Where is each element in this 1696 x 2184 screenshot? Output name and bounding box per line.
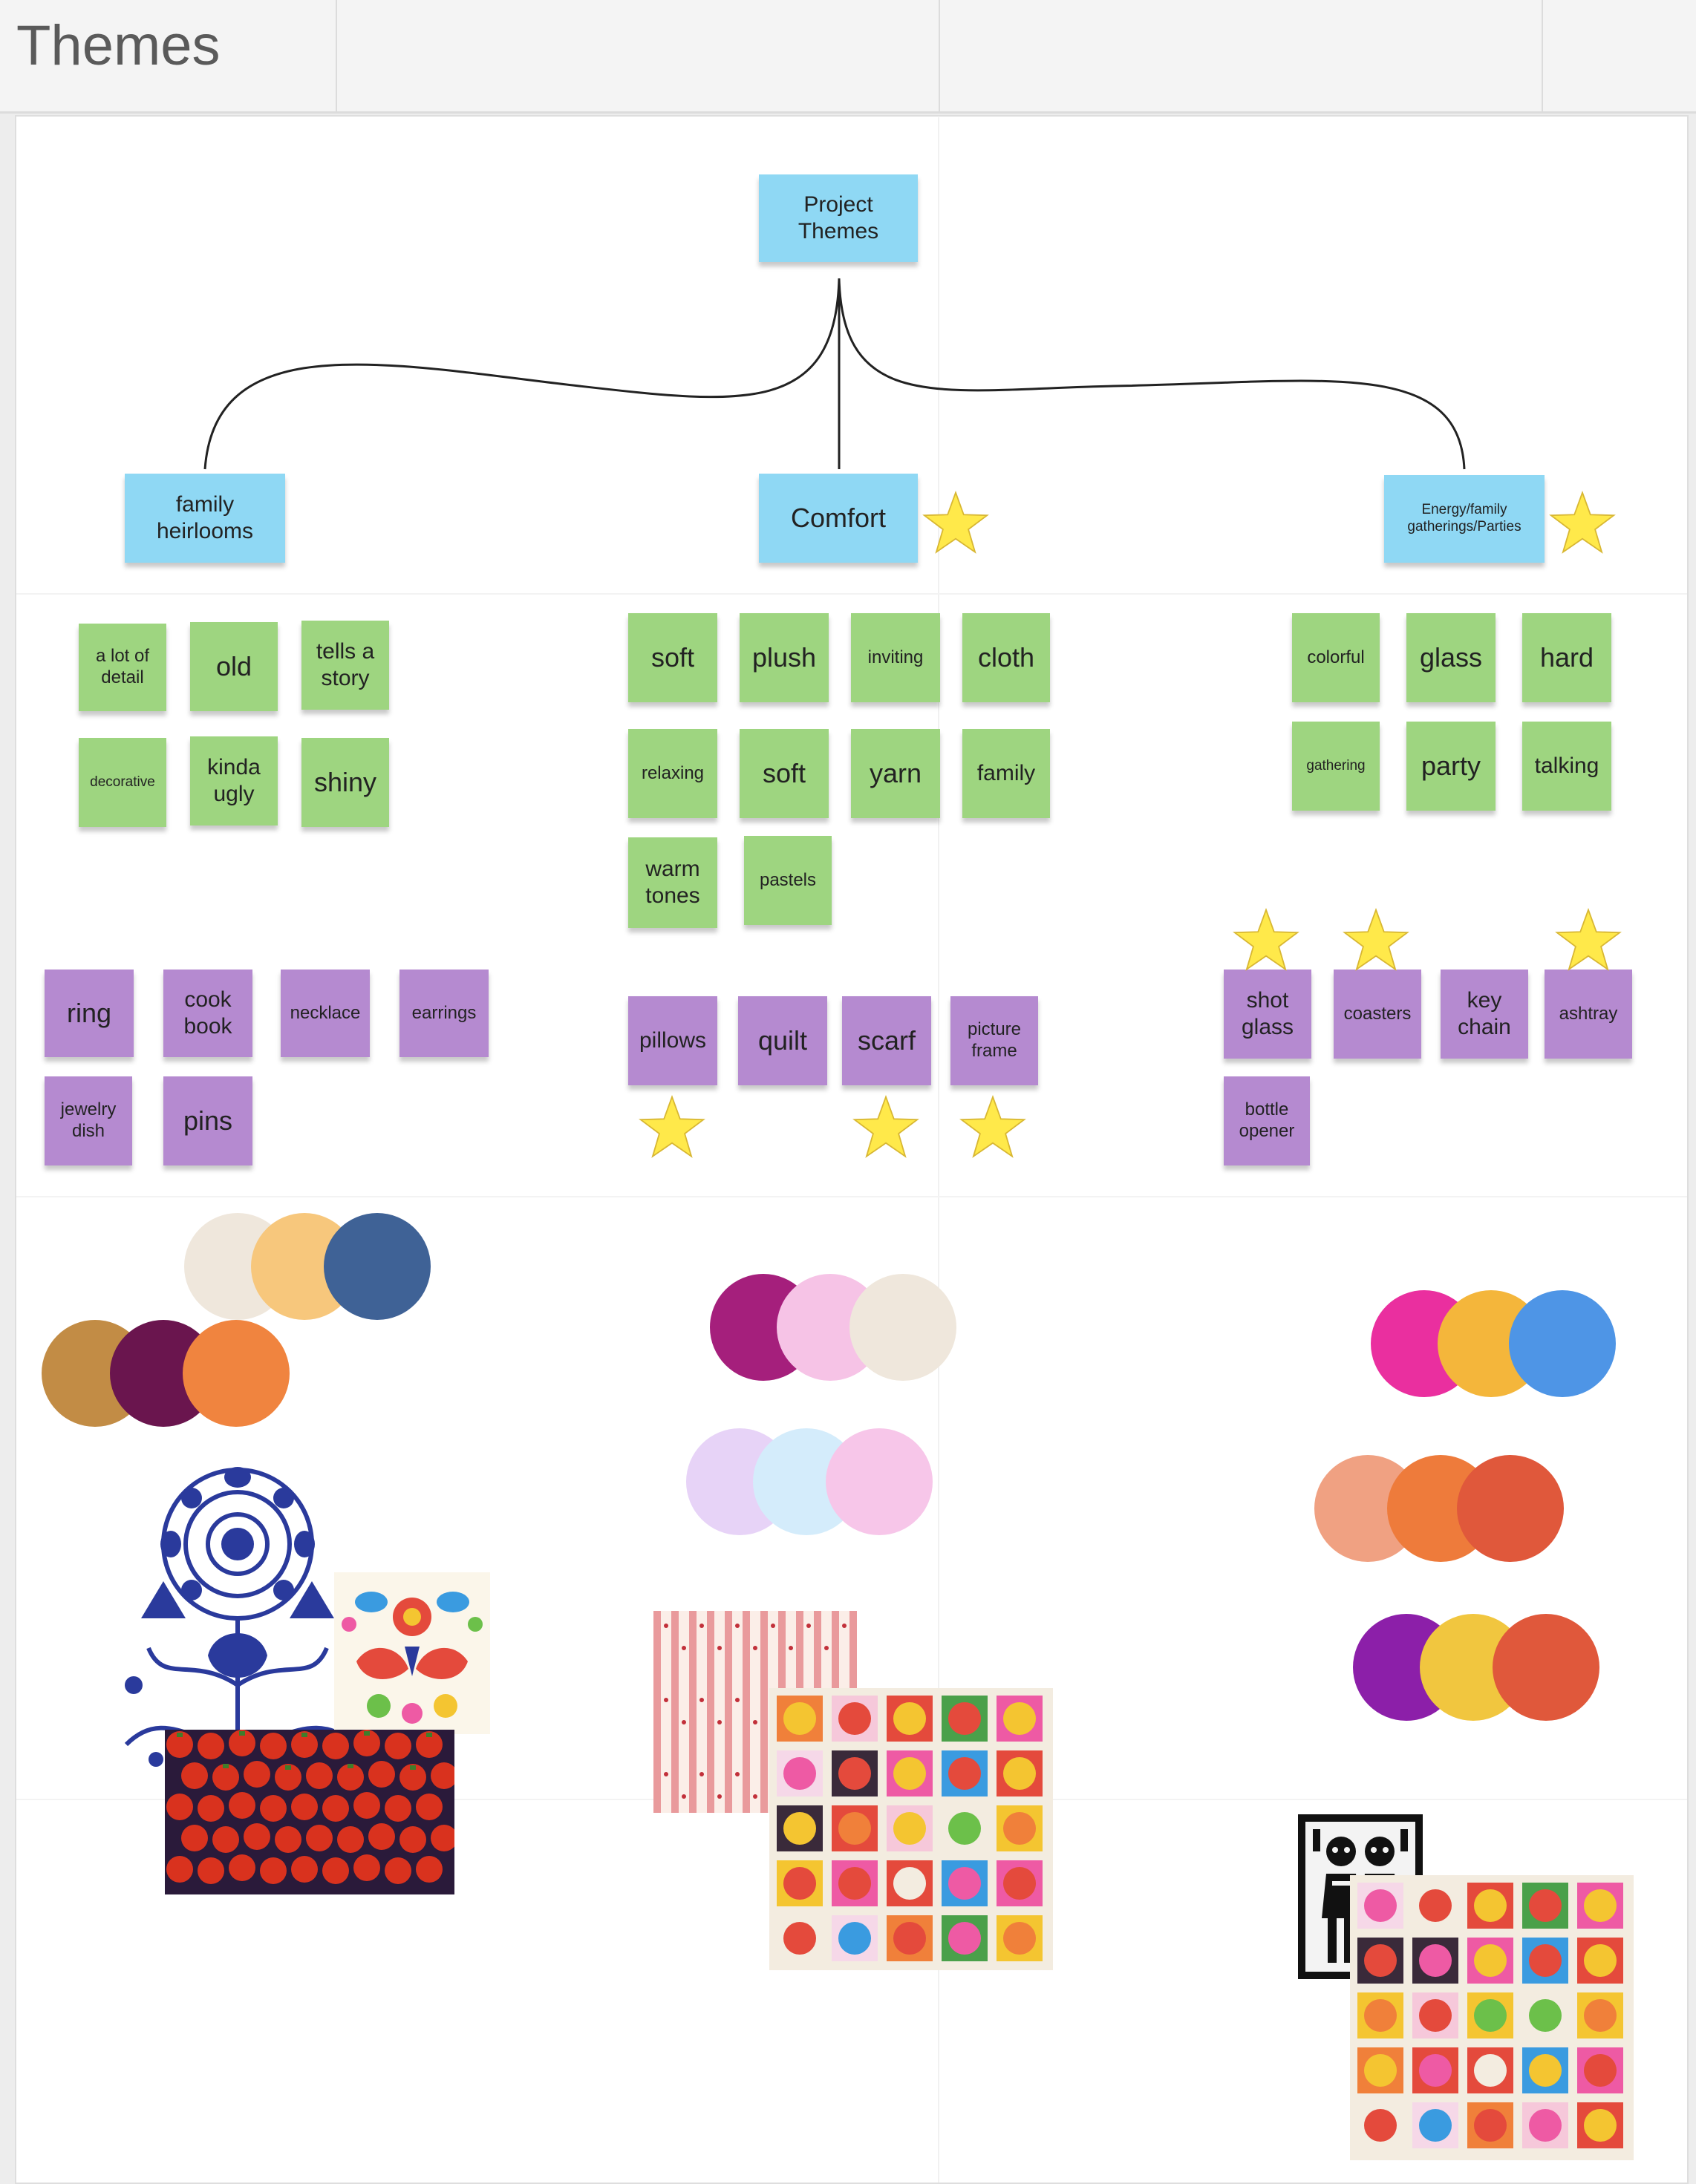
sticky-note[interactable]: ashtray	[1545, 970, 1632, 1059]
sun-tiles-image[interactable]	[769, 1688, 1053, 1970]
sticky-note[interactable]: pins	[163, 1076, 252, 1165]
star-icon[interactable]	[959, 1094, 1026, 1161]
branch-node-comfort[interactable]: Comfort	[759, 474, 918, 563]
sticky-note[interactable]: yarn	[851, 729, 940, 818]
palette-swatch[interactable]	[826, 1428, 933, 1535]
sun-tiles-image[interactable]	[1350, 1875, 1634, 2160]
header-column-divider	[1542, 0, 1543, 111]
palette-swatch[interactable]	[1457, 1455, 1564, 1562]
sticky-note[interactable]: glass	[1406, 613, 1496, 702]
sticky-note[interactable]: talking	[1522, 722, 1611, 811]
palette-swatch[interactable]	[183, 1320, 290, 1427]
sticky-note[interactable]: family	[962, 729, 1050, 818]
sticky-note[interactable]: jewelry dish	[45, 1076, 132, 1165]
sticky-note[interactable]: gathering	[1292, 722, 1380, 811]
sticky-note[interactable]: scarf	[842, 996, 931, 1085]
folk-birds-image[interactable]	[334, 1572, 490, 1734]
sticky-note[interactable]: earrings	[399, 970, 489, 1057]
star-icon[interactable]	[1549, 490, 1616, 557]
sticky-note[interactable]: ring	[45, 970, 134, 1057]
root-node-project-themes[interactable]: Project Themes	[759, 174, 918, 262]
sticky-note[interactable]: party	[1406, 722, 1496, 811]
sticky-note[interactable]: cook book	[163, 970, 252, 1057]
sticky-note[interactable]: bottle opener	[1224, 1076, 1310, 1165]
sticky-note[interactable]: plush	[740, 613, 829, 702]
tomato-pattern-image[interactable]	[165, 1730, 454, 1894]
branch-node-energy-gatherings[interactable]: Energy/family gatherings/Parties	[1384, 475, 1545, 563]
sticky-note[interactable]: shiny	[301, 738, 389, 827]
page-title: Themes	[16, 14, 221, 77]
sticky-note[interactable]: kinda ugly	[190, 736, 278, 825]
sticky-note[interactable]: pastels	[744, 836, 832, 925]
header-column-divider	[336, 0, 337, 111]
sticky-note[interactable]: coasters	[1334, 970, 1421, 1059]
sticky-note[interactable]: cloth	[962, 613, 1050, 702]
sticky-note[interactable]: decorative	[79, 738, 166, 827]
top-header-bar	[0, 0, 1696, 114]
sticky-note[interactable]: picture frame	[950, 996, 1038, 1085]
sticky-note[interactable]: necklace	[281, 970, 370, 1057]
sticky-note[interactable]: relaxing	[628, 729, 717, 818]
header-column-divider	[939, 0, 940, 111]
star-icon[interactable]	[852, 1094, 919, 1161]
connector-energy	[838, 278, 1466, 470]
sticky-note[interactable]: a lot of detail	[79, 624, 166, 711]
sticky-note[interactable]: warm tones	[628, 837, 717, 928]
sticky-note[interactable]: soft	[628, 613, 717, 702]
sticky-note[interactable]: inviting	[851, 613, 940, 702]
sticky-note[interactable]: quilt	[738, 996, 827, 1085]
sticky-note[interactable]: old	[190, 622, 278, 711]
palette-swatch[interactable]	[849, 1274, 956, 1381]
star-icon[interactable]	[922, 490, 989, 557]
sticky-note[interactable]: key chain	[1441, 970, 1528, 1059]
sticky-note[interactable]: pillows	[628, 996, 717, 1085]
star-icon[interactable]	[639, 1094, 705, 1161]
sticky-note[interactable]: shot glass	[1224, 970, 1311, 1059]
palette-swatch[interactable]	[1509, 1290, 1616, 1397]
palette-swatch[interactable]	[324, 1213, 431, 1320]
sticky-note[interactable]: tells a story	[301, 621, 389, 710]
connector-family	[203, 278, 841, 470]
palette-swatch[interactable]	[1493, 1614, 1599, 1721]
branch-node-family-heirlooms[interactable]: family heirlooms	[125, 474, 285, 563]
star-icon[interactable]	[1555, 907, 1622, 974]
sticky-note[interactable]: hard	[1522, 613, 1611, 702]
sticky-note[interactable]: soft	[740, 729, 829, 818]
star-icon[interactable]	[1343, 907, 1409, 974]
star-icon[interactable]	[1233, 907, 1299, 974]
sticky-note[interactable]: colorful	[1292, 613, 1380, 702]
